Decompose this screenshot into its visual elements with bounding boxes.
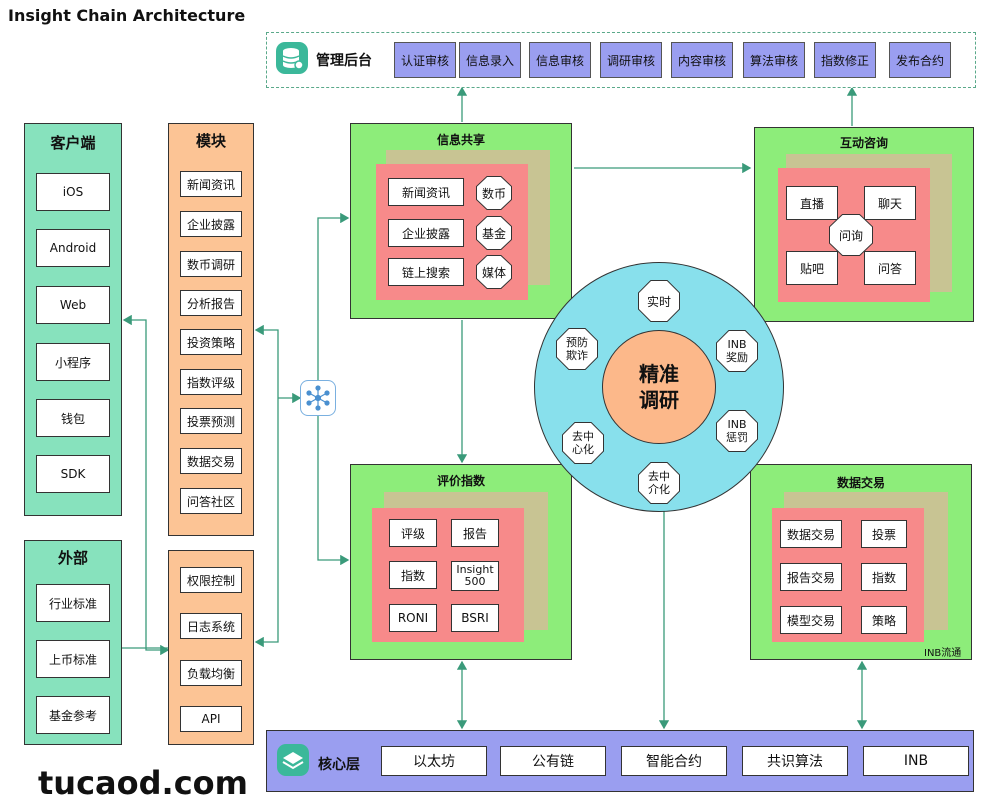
interaction-item[interactable]: 聊天 — [864, 186, 916, 220]
system-item[interactable]: 权限控制 — [180, 567, 242, 593]
data-trade-item[interactable]: 策略 — [861, 606, 907, 634]
ring-item[interactable]: 实时 — [639, 281, 679, 321]
data-trade-item[interactable]: 报告交易 — [780, 563, 842, 591]
rating-item[interactable]: 报告 — [451, 519, 499, 547]
page-title: Insight Chain Architecture — [8, 6, 246, 25]
mgmt-item[interactable]: 调研审核 — [600, 42, 662, 78]
module-item[interactable]: 投资策略 — [180, 329, 242, 355]
ring-item[interactable]: 去中 介化 — [639, 463, 679, 503]
mgmt-item[interactable]: 算法审核 — [743, 42, 805, 78]
interaction-center[interactable]: 问询 — [830, 215, 872, 255]
mgmt-item[interactable]: 内容审核 — [671, 42, 733, 78]
mgmt-item[interactable]: 指数修正 — [814, 42, 876, 78]
modules-title: 模块 — [195, 132, 226, 150]
info-octagon[interactable]: 媒体 — [477, 256, 511, 288]
info-share-item[interactable]: 新闻资讯 — [388, 178, 464, 206]
module-item[interactable]: 指数评级 — [180, 369, 242, 395]
network-hub-icon — [300, 380, 336, 416]
rating-item[interactable]: RONI — [389, 604, 437, 632]
client-item[interactable]: iOS — [36, 173, 110, 211]
info-octagon[interactable]: 基金 — [477, 217, 511, 249]
external-item[interactable]: 行业标准 — [36, 584, 110, 622]
rating-item[interactable]: 指数 — [389, 561, 437, 589]
data-trade-item[interactable]: 指数 — [861, 563, 907, 591]
client-item[interactable]: Web — [36, 286, 110, 324]
core-title: 核心层 — [318, 757, 360, 773]
core-title-line2: 调研 — [639, 388, 679, 412]
rating-title: 评价指数 — [436, 474, 485, 488]
rating-item[interactable]: BSRI — [451, 604, 499, 632]
system-item[interactable]: 日志系统 — [180, 613, 242, 639]
info-share-item[interactable]: 链上搜索 — [388, 258, 464, 286]
system-item[interactable]: 负载均衡 — [180, 660, 242, 686]
external-title: 外部 — [57, 549, 88, 567]
data-trade-footnote: INB流通 — [924, 648, 962, 659]
core-item[interactable]: 共识算法 — [742, 746, 848, 776]
management-title: 管理后台 — [316, 53, 372, 69]
core-item[interactable]: INB — [863, 746, 969, 776]
mgmt-item[interactable]: 发布合约 — [889, 42, 951, 78]
module-item[interactable]: 数据交易 — [180, 448, 242, 474]
module-item[interactable]: 投票预测 — [180, 408, 242, 434]
data-trade-item[interactable]: 数据交易 — [780, 520, 842, 548]
mgmt-item[interactable]: 信息审核 — [529, 42, 591, 78]
mgmt-item[interactable]: 信息录入 — [459, 42, 521, 78]
external-item[interactable]: 上币标准 — [36, 640, 110, 678]
core-item[interactable]: 以太坊 — [381, 746, 487, 776]
ring-item[interactable]: 去中 心化 — [563, 423, 603, 463]
watermark: tucaod.com — [38, 764, 248, 802]
clients-title: 客户端 — [50, 134, 96, 152]
info-octagon[interactable]: 数币 — [477, 177, 511, 209]
interaction-title: 互动咨询 — [839, 136, 888, 150]
core-item[interactable]: 公有链 — [500, 746, 606, 776]
ring-item[interactable]: 预防 欺诈 — [557, 329, 597, 369]
external-item[interactable]: 基金参考 — [36, 696, 110, 734]
data-trade-item[interactable]: 模型交易 — [780, 606, 842, 634]
ring-item[interactable]: INB 惩罚 — [717, 411, 757, 451]
module-item[interactable]: 新闻资讯 — [180, 171, 242, 197]
client-item[interactable]: 小程序 — [36, 343, 110, 381]
interaction-item[interactable]: 贴吧 — [786, 251, 838, 285]
info-share-item[interactable]: 企业披露 — [388, 219, 464, 247]
client-item[interactable]: SDK — [36, 455, 110, 493]
layers-icon — [277, 744, 309, 776]
rating-item[interactable]: 评级 — [389, 519, 437, 547]
module-item[interactable]: 问答社区 — [180, 488, 242, 514]
info-share-title: 信息共享 — [436, 133, 485, 147]
data-trade-item[interactable]: 投票 — [861, 520, 907, 548]
module-item[interactable]: 企业披露 — [180, 211, 242, 237]
module-item[interactable]: 分析报告 — [180, 290, 242, 316]
core-title-line1: 精准 — [639, 362, 679, 386]
database-icon — [276, 42, 308, 74]
data-trade-title: 数据交易 — [836, 476, 885, 490]
precision-research-core: 精准 调研 — [602, 330, 716, 444]
interaction-item[interactable]: 问答 — [864, 251, 916, 285]
client-item[interactable]: 钱包 — [36, 399, 110, 437]
rating-item[interactable]: Insight 500 — [451, 561, 499, 591]
interaction-item[interactable]: 直播 — [786, 186, 838, 220]
module-item[interactable]: 数币调研 — [180, 251, 242, 277]
system-item[interactable]: API — [180, 706, 242, 732]
ring-item[interactable]: INB 奖励 — [717, 331, 757, 371]
client-item[interactable]: Android — [36, 229, 110, 267]
mgmt-item[interactable]: 认证审核 — [394, 42, 456, 78]
core-item[interactable]: 智能合约 — [621, 746, 727, 776]
